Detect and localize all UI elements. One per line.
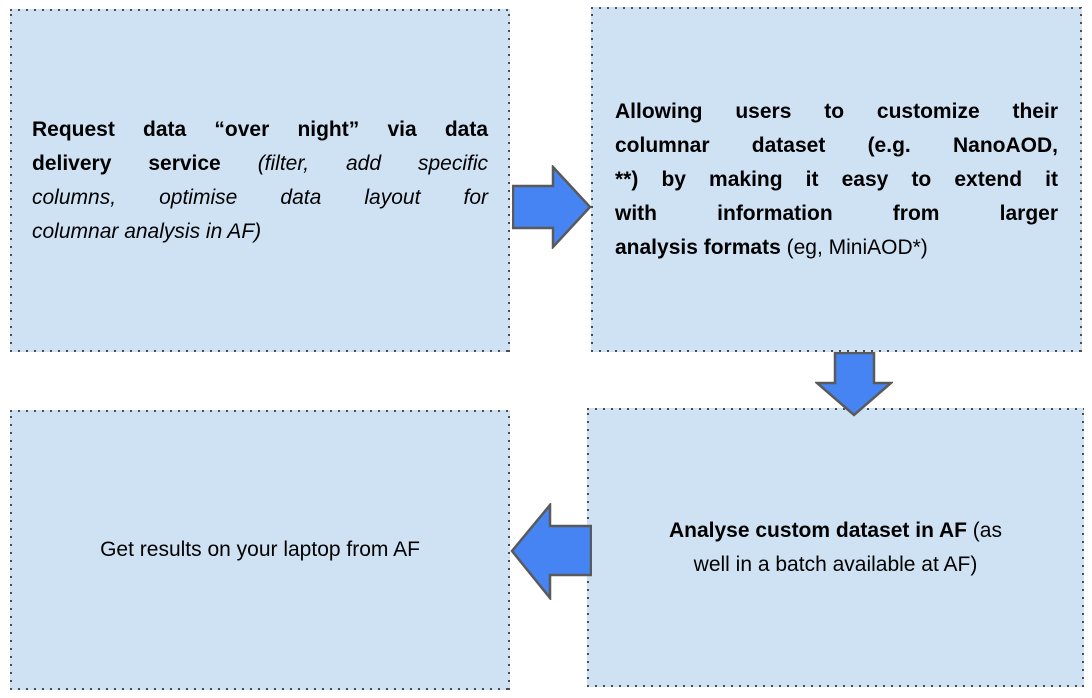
customize-dataset-box: Allowing users to customize their column… <box>591 7 1082 352</box>
text-line: Allowing users to customize their <box>615 95 1058 129</box>
down-arrow-icon <box>815 352 893 417</box>
text-line: with information from larger <box>615 197 1058 231</box>
text-line: Get results on your laptop from AF <box>40 533 480 567</box>
text-line: Request data “over night” via data <box>32 113 488 147</box>
text-segment: well in a batch available at AF) <box>693 552 978 576</box>
text-segment: columnar dataset (e.g. NanoAOD, <box>615 133 1058 157</box>
text-line: delivery service (filter, add specific <box>32 147 488 181</box>
text-line: columnar analysis in AF) <box>32 215 488 249</box>
text-line: well in a batch available at AF) <box>617 548 1054 582</box>
text-line: columns, optimise data layout for <box>32 181 488 215</box>
text-segment: (eg, MiniAOD*) <box>786 235 928 259</box>
text-segment: delivery service <box>32 151 258 175</box>
analyse-dataset-text: Analyse custom dataset in AF (as well in… <box>587 514 1084 582</box>
request-data-text: Request data “over night” via data deliv… <box>10 113 510 249</box>
text-segment: columnar analysis in AF) <box>32 219 262 243</box>
text-segment: Allowing users to customize their <box>615 99 1058 123</box>
text-segment: **) by making it easy to extend it <box>615 167 1058 191</box>
text-segment: (as <box>966 518 1002 542</box>
text-line: Analyse custom dataset in AF (as <box>617 514 1054 548</box>
text-segment: Analyse custom dataset in AF <box>669 518 967 542</box>
get-results-box: Get results on your laptop from AF <box>10 410 510 690</box>
text-segment: with information from larger <box>615 201 1058 225</box>
text-segment: analysis formats <box>615 235 787 259</box>
text-line: columnar dataset (e.g. NanoAOD, <box>615 129 1058 163</box>
analyse-dataset-box: Analyse custom dataset in AF (as well in… <box>587 408 1084 687</box>
text-segment: columns, optimise data layout for <box>32 185 488 209</box>
text-segment: (filter, add specific <box>257 151 488 175</box>
left-arrow-icon <box>510 503 592 600</box>
text-segment: Request data “over night” via data <box>32 117 488 141</box>
customize-dataset-text: Allowing users to customize their column… <box>591 95 1082 265</box>
text-segment: Get results on your laptop from AF <box>100 538 420 561</box>
get-results-text: Get results on your laptop from AF <box>10 533 510 567</box>
text-line: analysis formats (eg, MiniAOD*) <box>615 231 1058 265</box>
right-arrow-icon <box>512 165 592 249</box>
text-line: **) by making it easy to extend it <box>615 163 1058 197</box>
request-data-box: Request data “over night” via data deliv… <box>10 9 510 352</box>
